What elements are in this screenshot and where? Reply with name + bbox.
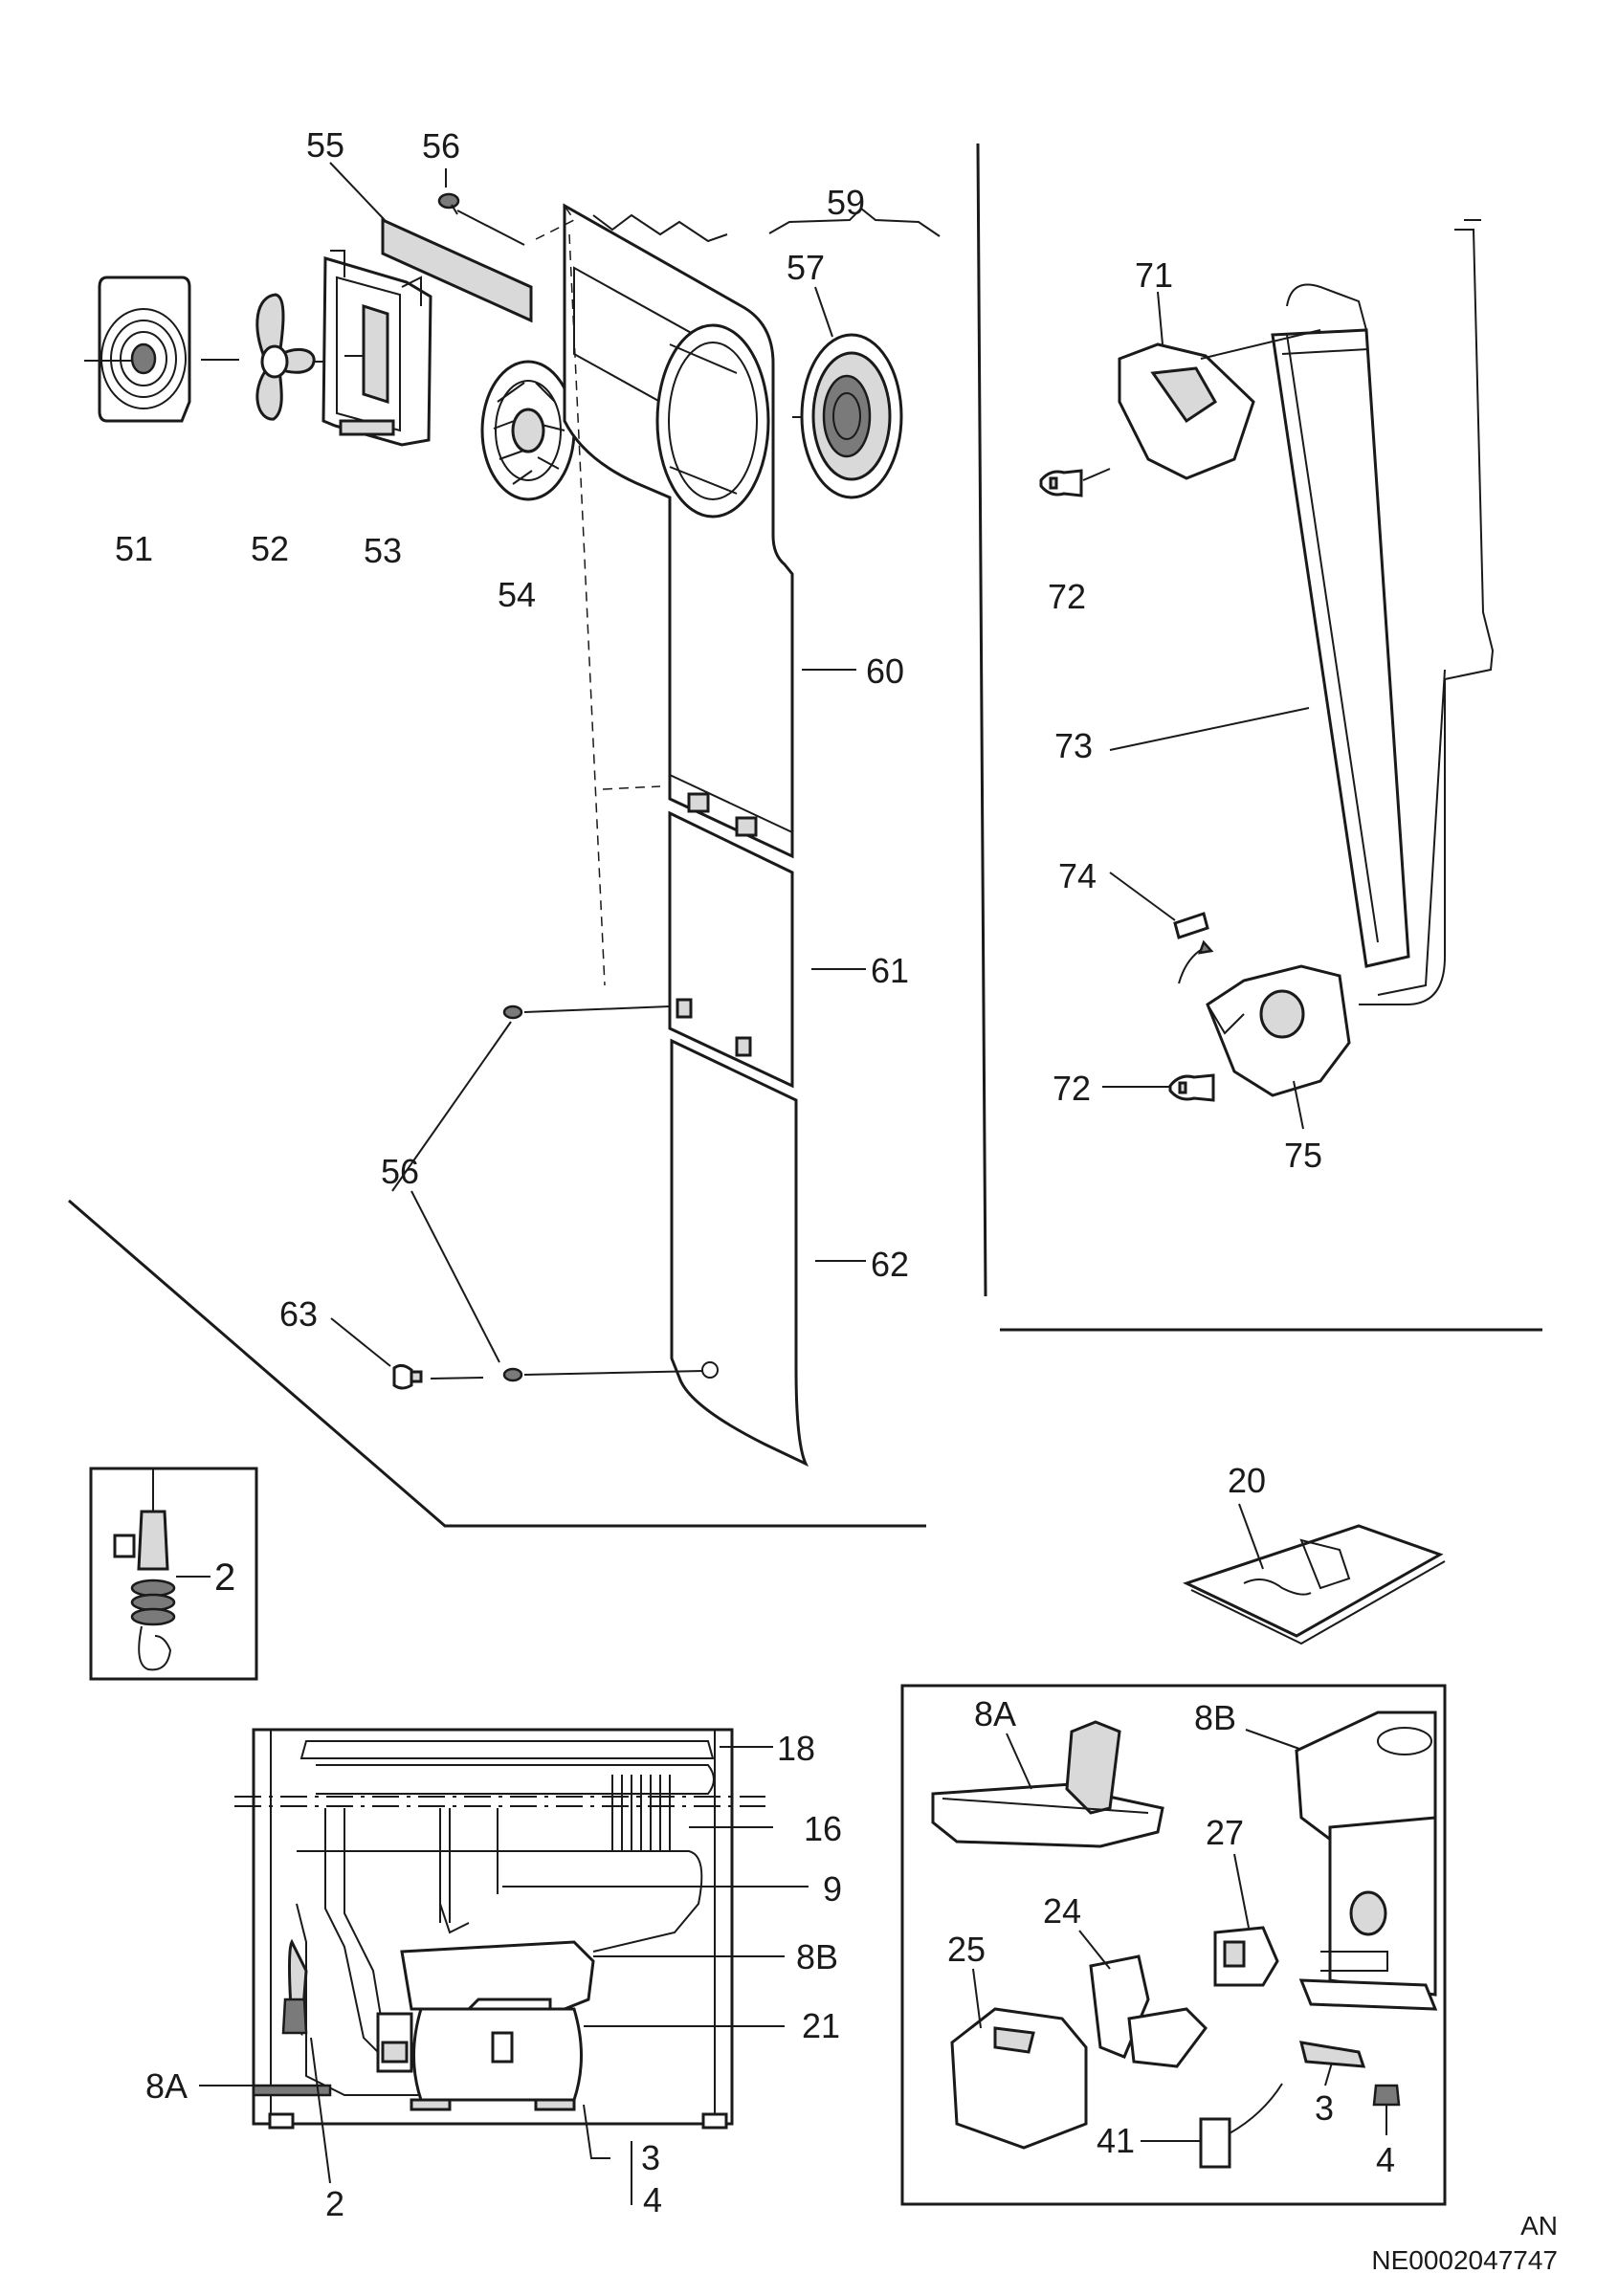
- part-52-fan-blade: [201, 293, 335, 421]
- label-20: 20: [1228, 1461, 1266, 1500]
- label-27: 27: [1206, 1813, 1244, 1852]
- label-75: 75: [1284, 1136, 1322, 1175]
- part-25-cover: [950, 1968, 1088, 2150]
- label-16: 16: [804, 1809, 842, 1848]
- label-52: 52: [251, 529, 289, 568]
- part-56-screws-lower: [391, 1004, 704, 1382]
- part-75-sensor-housing: [1178, 939, 1351, 1130]
- part-4-grommet: [1372, 2084, 1401, 2135]
- label-3-box: 3: [1315, 2088, 1334, 2128]
- label-24: 24: [1043, 1891, 1081, 1931]
- part-24-starter: [1078, 1930, 1208, 2068]
- part-55-seal-strip: [329, 162, 533, 323]
- label-53: 53: [364, 531, 402, 570]
- label-59: 59: [827, 183, 865, 222]
- label-2-cabinet: 2: [325, 2184, 344, 2223]
- label-71: 71: [1135, 255, 1173, 295]
- part-3-clip: [1298, 2041, 1366, 2086]
- label-74: 74: [1058, 856, 1097, 895]
- part-56-screw-top: [437, 168, 525, 246]
- part-27-relay: [1213, 1853, 1279, 1987]
- part-8A-drip-tray: [931, 1720, 1164, 1848]
- label-18: 18: [777, 1729, 815, 1768]
- part-74-clip: [1109, 872, 1209, 939]
- label-8A-cabinet: 8A: [145, 2066, 188, 2106]
- label-4-box: 4: [1376, 2140, 1395, 2179]
- part-41-capacitor: [1141, 2083, 1283, 2169]
- part-54-impeller: [480, 360, 576, 501]
- inset-part-2: [89, 1467, 258, 1681]
- part-51-fan-grille: [84, 276, 191, 423]
- label-54: 54: [498, 575, 536, 614]
- label-62: 62: [871, 1245, 909, 1284]
- label-72-bottom: 72: [1053, 1069, 1091, 1108]
- label-57: 57: [787, 248, 825, 287]
- part-71-sensor-bracket: [1118, 291, 1321, 480]
- label-21: 21: [802, 2006, 840, 2045]
- language-code: AN: [1520, 2211, 1558, 2241]
- part-72-plug-top: [1039, 468, 1111, 497]
- label-8A-box: 8A: [974, 1694, 1016, 1733]
- document-number: NE0002047747: [1371, 2245, 1558, 2275]
- cabinet-rear-view: [199, 1728, 809, 2205]
- label-2-inset: 2: [214, 1556, 235, 1599]
- section-dividers: [68, 143, 1542, 1528]
- compressor: [1298, 1816, 1438, 2011]
- part-60-evaporator-cover: [563, 203, 856, 859]
- document-footer: AN NE0002047747: [1371, 2211, 1558, 2275]
- part-62-lower-cover: [670, 1038, 866, 1468]
- label-4-cabinet: 4: [643, 2180, 662, 2219]
- part-63-plug: [330, 1317, 484, 1390]
- part-20-user-manual: [1183, 1503, 1446, 1645]
- label-25: 25: [947, 1930, 986, 1969]
- label-73: 73: [1054, 726, 1093, 765]
- label-56-top: 56: [422, 126, 460, 166]
- label-60: 60: [866, 651, 904, 691]
- label-8B-cabinet: 8B: [796, 1937, 838, 1976]
- part-53-motor-bracket: [321, 250, 432, 447]
- label-51: 51: [115, 529, 153, 568]
- label-3-cabinet: 3: [641, 2138, 660, 2177]
- part-61-middle-cover: [668, 810, 866, 1089]
- label-56-middle: 56: [381, 1152, 419, 1191]
- callout-labels: 55 56 59 57 51 52 53 54 60 61 56 62 63 7…: [115, 125, 1395, 2223]
- dashed-assembly-guides: [535, 205, 661, 986]
- label-72-top: 72: [1048, 577, 1086, 616]
- label-9: 9: [823, 1869, 842, 1909]
- part-57-fan-motor: [768, 207, 941, 499]
- label-8B-box: 8B: [1194, 1698, 1236, 1737]
- label-61: 61: [871, 951, 909, 990]
- label-41: 41: [1097, 2121, 1135, 2160]
- part-72-plug-bottom: [1102, 1073, 1215, 1102]
- label-55: 55: [306, 125, 344, 165]
- part-73-evaporator: [1109, 219, 1495, 1005]
- label-63: 63: [279, 1294, 318, 1334]
